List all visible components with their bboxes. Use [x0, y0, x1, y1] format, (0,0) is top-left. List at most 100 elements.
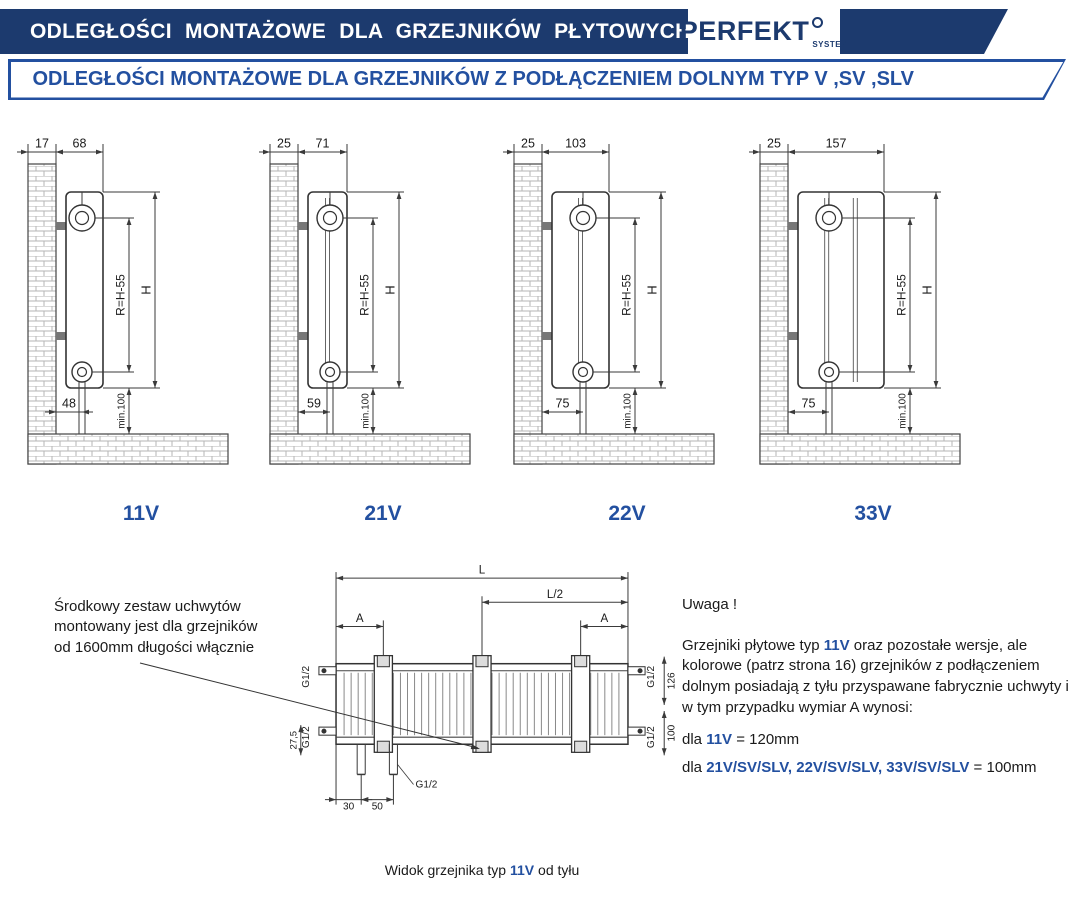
dim-label: L/2 — [547, 589, 563, 601]
text-run: dla — [682, 731, 707, 749]
dim-label: 50 — [372, 802, 384, 813]
dim-label: 71 — [316, 137, 330, 151]
header-sub-inner: ODLEGŁOŚCI MONTAŻOWE DLA GRZEJNIKÓW Z PO… — [11, 62, 1064, 98]
text-run: = 120mm — [732, 731, 800, 749]
bracket — [298, 222, 308, 230]
dim-label: R=H-55 — [895, 274, 909, 316]
wall — [513, 163, 543, 465]
text-run: oraz pozostałe wersje, ale kolorowe (pat… — [682, 636, 1069, 716]
dim-label: 126 — [666, 672, 677, 689]
type-label: 22V — [608, 502, 646, 525]
dim-label: 17 — [35, 137, 49, 151]
bracket — [542, 222, 552, 230]
text-run: Grzejniki płytowe typ — [682, 636, 824, 654]
dim-label: 25 — [521, 137, 535, 151]
dim-label: H — [645, 285, 660, 294]
wall — [759, 163, 789, 465]
dim-label: R=H-55 — [114, 274, 128, 316]
connection-stub — [627, 726, 646, 736]
mount-bracket — [472, 654, 492, 753]
sub-title: ODLEGŁOŚCI MONTAŻOWE DLA GRZEJNIKÓW Z PO… — [32, 68, 914, 90]
dim-label: 75 — [556, 397, 570, 411]
dim-label: H — [383, 285, 398, 294]
type-highlight: 11V — [706, 731, 733, 749]
dim-label: 25 — [767, 137, 781, 151]
notes-paragraph: Grzejniki płytowe typ 11V oraz pozostałe… — [682, 636, 1072, 719]
type-highlight: 11V — [510, 862, 535, 878]
mount-drawing-11v: 17 68R=H-55 H 48 min.100 — [17, 137, 229, 465]
bracket — [542, 332, 552, 340]
page-title: ODLEGŁOŚCI MONTAŻOWE DLA GRZEJNIKÓW PŁYT… — [30, 20, 691, 43]
bracket — [788, 222, 798, 230]
brand-circle-icon — [812, 17, 823, 28]
dim-label: 59 — [307, 397, 321, 411]
type-label: 33V — [854, 502, 892, 525]
wall — [27, 163, 57, 465]
dim-label: G1/2 — [646, 665, 657, 687]
dim-label: R=H-55 — [620, 274, 634, 316]
dim-label: L — [479, 565, 486, 577]
dim-label: A — [600, 613, 608, 625]
header-main: ODLEGŁOŚCI MONTAŻOWE DLA GRZEJNIKÓW PŁYT… — [0, 9, 1008, 54]
bracket — [788, 332, 798, 340]
dim-label: 75 — [802, 397, 816, 411]
wall — [269, 163, 299, 465]
note-line-2: dla 21V/SV/SLV, 22V/SV/SLV, 33V/SV/SLV =… — [682, 758, 1072, 779]
dim-label: G1/2 — [646, 726, 657, 748]
dim-label: 100 — [666, 724, 677, 741]
dim-label: G1/2 — [416, 780, 438, 791]
connection-stub — [627, 666, 646, 676]
dim-label: H — [139, 285, 154, 294]
floor — [269, 433, 471, 465]
bracket — [298, 332, 308, 340]
type-label: 11V — [122, 502, 160, 525]
dim-label: 68 — [73, 137, 87, 151]
brand-logo: PERFEKT SYSTEM — [688, 9, 840, 54]
text-run: od tyłu — [534, 862, 580, 878]
dim-label: A — [356, 613, 364, 625]
bracket — [56, 222, 66, 230]
dim-label: G1/2 — [301, 726, 312, 748]
mount-drawing-21v: 25 71R=H-55 H 59 min.100 — [259, 137, 471, 465]
type-highlight: 11V — [823, 636, 850, 654]
brand-mark: SYSTEM — [812, 17, 848, 49]
text-run: Widok grzejnika typ — [384, 862, 510, 878]
dim-label: 27,5 — [288, 731, 299, 750]
floor — [513, 433, 715, 465]
notes-block: Uwaga ! Grzejniki płytowe typ 11V oraz p… — [682, 595, 1072, 786]
dim-label: min.100 — [898, 393, 909, 429]
note-line-1: dla 11V = 120mm — [682, 730, 1072, 751]
mount-bracket — [373, 654, 394, 753]
floor — [27, 433, 229, 465]
radiator-body — [797, 191, 885, 389]
dim-label: 30 — [343, 802, 355, 813]
text-run: = 100mm — [969, 759, 1037, 777]
dim-label: min.100 — [117, 393, 128, 429]
dim-label: 157 — [826, 137, 847, 151]
mount-bracket — [570, 654, 591, 753]
dim-label: R=H-55 — [358, 274, 372, 316]
dim-label: H — [920, 285, 935, 294]
dim-label: 103 — [565, 137, 586, 151]
bracket — [56, 332, 66, 340]
dim-label: 48 — [62, 397, 76, 411]
floor — [759, 433, 961, 465]
dim-label: G1/2 — [301, 665, 312, 687]
brand-sub: SYSTEM — [812, 39, 849, 49]
dim-label: min.100 — [361, 393, 372, 429]
left-note: Środkowy zestaw uchwytów montowany jest … — [54, 598, 258, 656]
dim-label: 25 — [277, 137, 291, 151]
type-label: 21V — [364, 502, 402, 525]
header-sub: ODLEGŁOŚCI MONTAŻOWE DLA GRZEJNIKÓW Z PO… — [8, 59, 1066, 100]
dim-label: min.100 — [623, 393, 634, 429]
